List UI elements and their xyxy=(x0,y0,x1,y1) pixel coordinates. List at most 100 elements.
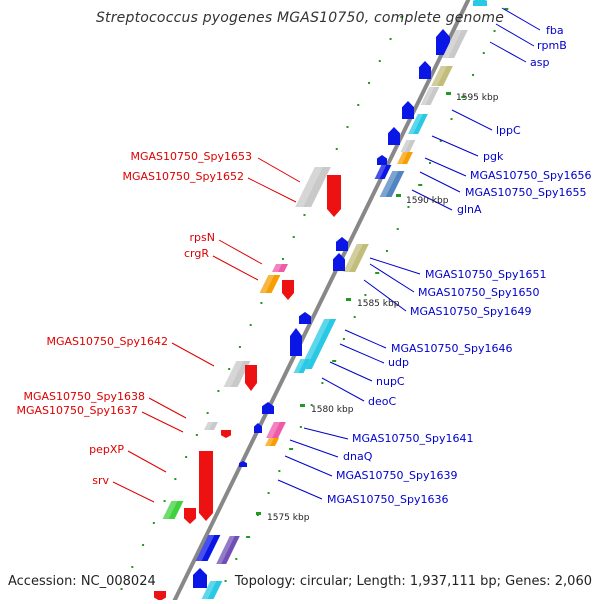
forward-gene-label[interactable]: udp xyxy=(388,356,409,369)
tick-mark xyxy=(461,96,466,98)
gene-feature-highlight xyxy=(162,501,178,519)
gene-feature xyxy=(397,152,413,164)
forward-gene-label[interactable]: deoC xyxy=(368,395,396,408)
tick-mark xyxy=(450,118,453,120)
tick-mark xyxy=(368,82,371,84)
leader-line xyxy=(451,109,493,131)
gene-feature xyxy=(272,264,288,272)
gene-feature xyxy=(254,423,262,433)
gene-feature-highlight xyxy=(397,152,408,164)
tick-mark xyxy=(185,456,188,458)
forward-gene-label[interactable]: dnaQ xyxy=(343,450,373,463)
gene-feature xyxy=(282,280,294,300)
tick-mark xyxy=(472,74,475,76)
leader-line xyxy=(218,239,263,265)
gene-feature xyxy=(402,101,414,119)
gene-features xyxy=(154,0,487,601)
tick-mark xyxy=(142,544,145,546)
tick-mark xyxy=(332,360,337,362)
reverse-gene-label[interactable]: MGAS10750_Spy1637 xyxy=(17,404,138,417)
forward-gene-label[interactable]: rpmB xyxy=(537,39,567,52)
reverse-gene-label[interactable]: pepXP xyxy=(89,443,124,456)
gene-feature xyxy=(259,275,281,293)
gene-feature-highlight xyxy=(295,167,323,207)
leader-line xyxy=(419,171,461,193)
forward-gene-label[interactable]: glnA xyxy=(457,203,482,216)
gene-feature xyxy=(290,328,302,356)
gene-feature xyxy=(162,501,184,519)
gene-feature xyxy=(333,253,345,271)
forward-gene-label[interactable]: asp xyxy=(530,56,549,69)
gene-feature xyxy=(327,175,341,217)
reverse-gene-label[interactable]: MGAS10750_Spy1642 xyxy=(47,335,168,348)
forward-gene-label[interactable]: MGAS10750_Spy1641 xyxy=(352,432,473,445)
leader-line xyxy=(171,342,215,367)
gene-feature xyxy=(193,568,207,588)
scale-tick xyxy=(396,194,401,197)
tick-mark xyxy=(217,390,220,392)
forward-gene-label[interactable]: lppC xyxy=(496,124,521,137)
gene-feature xyxy=(336,237,348,251)
tick-mark xyxy=(238,346,241,348)
tick-mark xyxy=(335,148,338,150)
tick-mark xyxy=(174,478,177,480)
gene-feature-highlight xyxy=(442,30,462,58)
gene-feature-highlight xyxy=(216,536,235,564)
tick-mark xyxy=(299,426,302,428)
gene-feature-highlight xyxy=(223,361,244,387)
gene-feature-highlight xyxy=(400,140,411,152)
forward-gene-label[interactable]: MGAS10750_Spy1651 xyxy=(425,268,546,281)
forward-gene-label[interactable]: MGAS10750_Spy1636 xyxy=(327,493,448,506)
gene-feature xyxy=(295,167,331,207)
tick-mark xyxy=(378,60,381,62)
reverse-gene-label[interactable]: MGAS10750_Spy1638 xyxy=(24,390,145,403)
tick-mark xyxy=(346,126,349,128)
gene-feature xyxy=(419,61,431,79)
leader-line xyxy=(212,255,259,281)
forward-gene-label[interactable]: MGAS10750_Spy1656 xyxy=(470,169,591,182)
leader-line xyxy=(329,361,373,382)
forward-gene-label[interactable]: MGAS10750_Spy1650 xyxy=(418,286,539,299)
tick-mark xyxy=(357,104,360,106)
forward-gene-label[interactable]: MGAS10750_Spy1639 xyxy=(336,469,457,482)
reverse-gene-label[interactable]: srv xyxy=(92,474,109,487)
forward-gene-label[interactable]: MGAS10750_Spy1646 xyxy=(391,342,512,355)
leader-line xyxy=(369,263,415,293)
tick-mark xyxy=(385,250,388,252)
leader-line xyxy=(489,41,527,63)
tick-mark xyxy=(482,52,485,54)
forward-gene-label[interactable]: MGAS10750_Spy1655 xyxy=(465,186,586,199)
scale-tick xyxy=(446,92,451,95)
map-title: Streptococcus pyogenes MGAS10750, comple… xyxy=(95,10,505,26)
leader-line xyxy=(431,135,479,157)
forward-gene-label[interactable]: fba xyxy=(546,24,564,37)
leader-line xyxy=(141,411,184,433)
gene-feature xyxy=(473,0,487,6)
reverse-gene-label[interactable]: rpsN xyxy=(190,231,215,244)
gene-feature-highlight xyxy=(259,275,275,293)
forward-gene-label[interactable]: pgk xyxy=(483,150,504,163)
leader-line xyxy=(303,427,349,440)
gene-feature xyxy=(245,365,257,391)
gene-feature xyxy=(239,461,247,467)
forward-gene-label[interactable]: MGAS10750_Spy1649 xyxy=(410,305,531,318)
reverse-gene-label[interactable]: MGAS10750_Spy1653 xyxy=(131,150,252,163)
scale-tick xyxy=(256,512,261,515)
gene-feature xyxy=(388,127,400,145)
scale-label: 1595 kbp xyxy=(456,93,499,103)
reverse-gene-label[interactable]: MGAS10750_Spy1652 xyxy=(123,170,244,183)
gene-feature-highlight xyxy=(379,171,399,197)
scale-label: 1575 kbp xyxy=(267,513,310,523)
leader-line xyxy=(284,455,333,477)
tick-mark xyxy=(310,404,313,406)
gene-feature xyxy=(299,319,337,369)
reverse-gene-label[interactable]: crgR xyxy=(184,247,209,260)
tick-mark xyxy=(249,324,252,326)
tick-mark xyxy=(289,448,294,450)
leader-line xyxy=(344,329,387,349)
tick-mark xyxy=(303,214,306,216)
gene-labels[interactable]: fbarpmBasplppCpgkMGAS10750_Spy1656MGAS10… xyxy=(17,24,592,506)
leader-line xyxy=(501,7,541,31)
forward-gene-label[interactable]: nupC xyxy=(376,375,405,388)
